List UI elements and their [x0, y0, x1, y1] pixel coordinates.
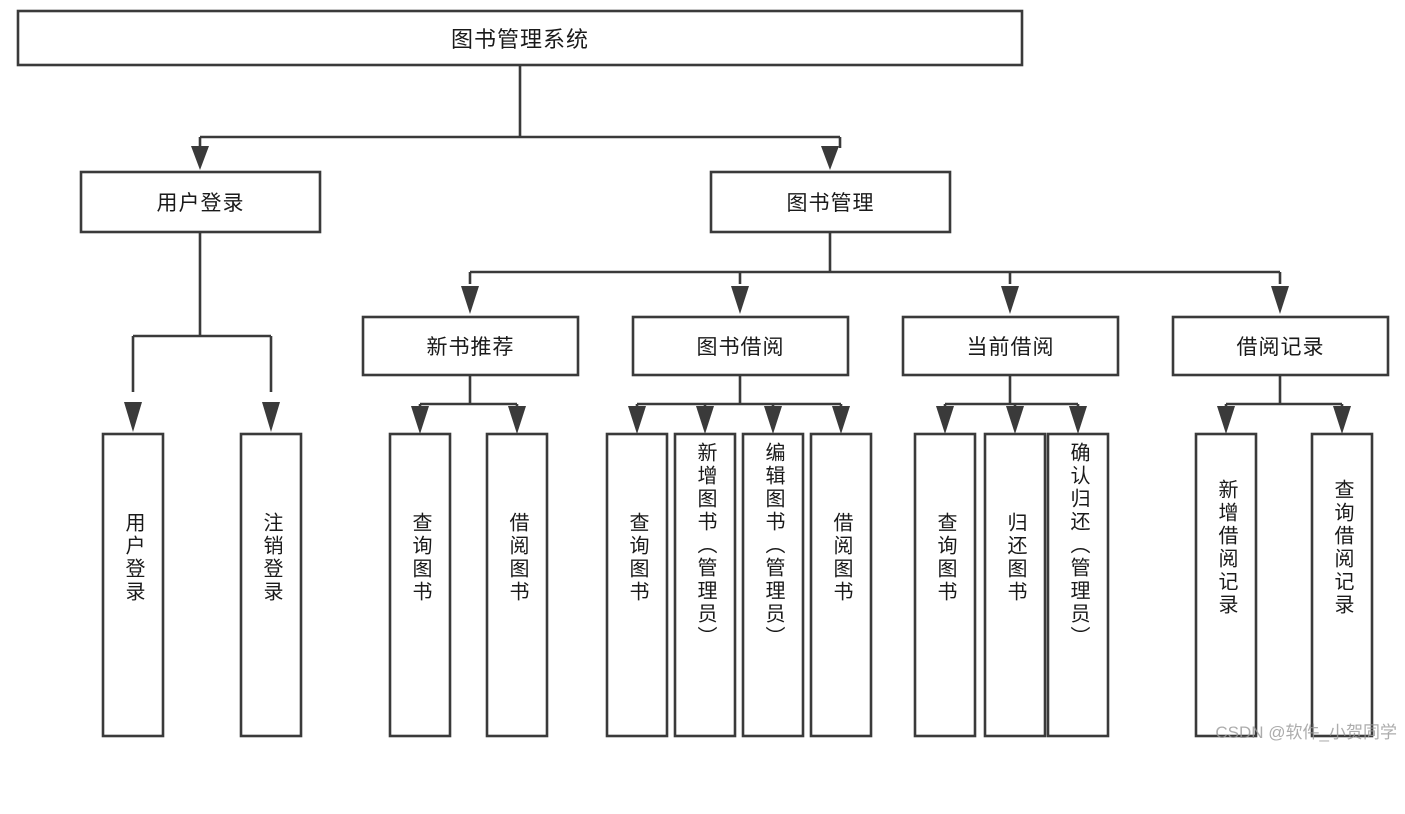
connector-bookmanage-to-level3: [461, 232, 1289, 314]
node-leaf-borrow-book-2[interactable]: [809, 432, 873, 738]
diagram-svg: [16, 9, 1390, 738]
node-book-borrow[interactable]: [631, 315, 850, 377]
connector-newbook-to-leaves: [411, 375, 526, 434]
node-leaf-edit-book[interactable]: [741, 432, 805, 738]
node-leaf-user-logout[interactable]: [239, 432, 303, 738]
connector-userlogin-to-leaves: [124, 232, 280, 432]
arrow-head-user-login: [191, 146, 209, 170]
node-leaf-return-book[interactable]: [983, 432, 1047, 738]
node-leaf-query-record[interactable]: [1310, 432, 1374, 738]
node-leaf-add-book[interactable]: [673, 432, 737, 738]
node-root[interactable]: [16, 9, 1024, 67]
node-leaf-confirm-return[interactable]: [1046, 432, 1110, 738]
node-leaf-query-book-3[interactable]: [913, 432, 977, 738]
node-book-manage[interactable]: [709, 170, 952, 234]
node-current-borrow[interactable]: [901, 315, 1120, 377]
arrow-head-book-manage: [821, 146, 839, 170]
node-user-login[interactable]: [79, 170, 322, 234]
node-leaf-query-book-2[interactable]: [605, 432, 669, 738]
node-leaf-user-login[interactable]: [101, 432, 165, 738]
connector-bookborrow-to-leaves: [628, 375, 850, 434]
connector-root-to-level2: [191, 65, 842, 170]
diagram-canvas: 图书管理系统 用户登录 图书管理 新书推荐 图书借阅 当前借阅 借阅记录 用户登…: [16, 9, 1397, 742]
node-leaf-add-record[interactable]: [1194, 432, 1258, 738]
node-leaf-borrow-book-1[interactable]: [485, 432, 549, 738]
connector-borrowrecord-to-leaves: [1217, 375, 1351, 434]
node-new-book-rec[interactable]: [361, 315, 580, 377]
connector-currentborrow-to-leaves: [936, 375, 1087, 434]
node-leaf-query-book-1[interactable]: [388, 432, 452, 738]
node-borrow-record[interactable]: [1171, 315, 1390, 377]
